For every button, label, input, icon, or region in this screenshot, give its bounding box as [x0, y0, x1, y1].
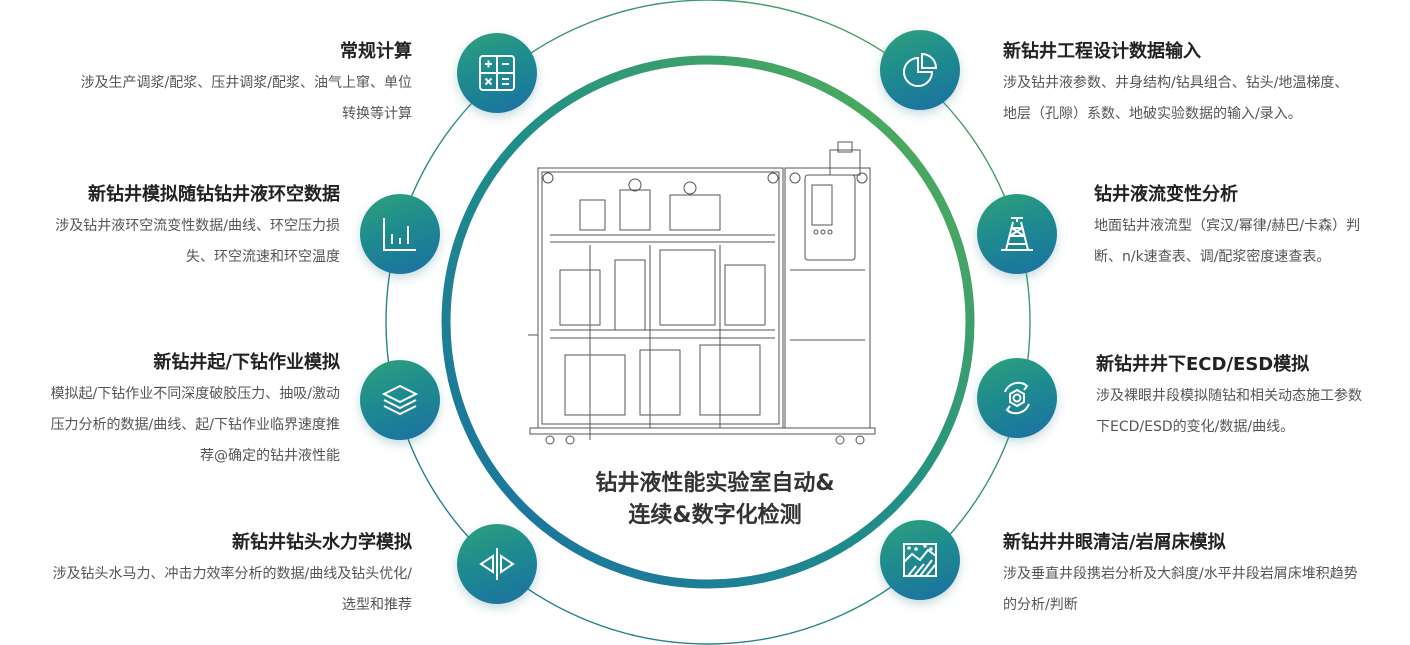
desc-line: 转换等计算 [342, 106, 412, 122]
feature-ecd-esd: 新钻井井下ECD/ESD模拟 涉及裸眼井段模拟随钻和相关动态施工参数 下ECD/… [1096, 353, 1362, 443]
center-title: 钻井液性能实验室自动& 连续&数字化检测 [560, 468, 870, 532]
desc-line: 涉及生产调浆/配浆、压井调浆/配浆、油气上窜、单位 [80, 75, 412, 91]
feature-routine-calc: 常规计算 涉及生产调浆/配浆、压井调浆/配浆、油气上窜、单位 转换等计算 [81, 40, 412, 130]
cuttings-bed-icon [880, 520, 960, 600]
calculator-icon [457, 33, 537, 113]
pie-chart-icon [880, 30, 960, 110]
feature-title: 新钻井井眼清洁/岩屑床模拟 [1003, 532, 1226, 553]
desc-line: 断、n/k速查表、调/配浆密度速查表。 [1094, 249, 1331, 265]
desc-line: 荐@确定的钻井液性能 [200, 448, 340, 464]
desc-line: 涉及钻井液参数、井身结构/钻具组合、钻头/地温梯度、 [1003, 75, 1349, 91]
feature-desc: 涉及裸眼井段模拟随钻和相关动态施工参数 下ECD/ESD的变化/数据/曲线。 [1096, 381, 1362, 443]
desc-line: 涉及钻头水马力、冲击力效率分析的数据/曲线及钻头优化/ [52, 566, 412, 582]
feature-title: 新钻井工程设计数据输入 [1003, 41, 1201, 62]
outer-ring [385, 0, 1031, 645]
desc-line: 地层（孔隙）系数、地破实验数据的输入/录入。 [1003, 106, 1302, 122]
inner-ring [441, 55, 975, 589]
feature-title: 新钻井井下ECD/ESD模拟 [1096, 354, 1310, 375]
feature-desc: 涉及钻头水马力、冲击力效率分析的数据/曲线及钻头优化/ 选型和推荐 [53, 559, 412, 621]
bar-chart-icon [360, 194, 440, 274]
desc-line: 下ECD/ESD的变化/数据/曲线。 [1096, 419, 1295, 435]
desc-line: 压力分析的数据/曲线、起/下钻作业临界速度推 [50, 417, 340, 433]
desc-line: 地面钻井液流型（宾汉/幂律/赫巴/卡森）判 [1094, 218, 1361, 234]
feature-tripping: 新钻井起/下钻作业模拟 模拟起/下钻作业不同深度破胶压力、抽吸/激动 压力分析的… [51, 351, 340, 472]
feature-rheology: 钻井液流变性分析 地面钻井液流型（宾汉/幂律/赫巴/卡森）判 断、n/k速查表、… [1094, 183, 1360, 273]
feature-title: 新钻井模拟随钻钻井液环空数据 [88, 184, 340, 205]
layers-icon [360, 360, 440, 440]
center-title-line2: 连续&数字化检测 [628, 503, 802, 528]
feature-desc: 地面钻井液流型（宾汉/幂律/赫巴/卡森）判 断、n/k速查表、调/配浆密度速查表… [1094, 211, 1360, 273]
desc-line: 失、环空流速和环空温度 [186, 249, 340, 265]
lab-equipment-illustration [528, 141, 876, 445]
feature-bit-hydraulics: 新钻井钻头水力学模拟 涉及钻头水马力、冲击力效率分析的数据/曲线及钻头优化/ 选… [53, 531, 412, 621]
feature-desc: 涉及钻井液参数、井身结构/钻具组合、钻头/地温梯度、 地层（孔隙）系数、地破实验… [1003, 68, 1348, 130]
feature-title: 新钻井钻头水力学模拟 [232, 532, 412, 553]
feature-title: 新钻井起/下钻作业模拟 [153, 352, 340, 373]
feature-desc: 涉及垂直井段携岩分析及大斜度/水平井段岩屑床堆积趋势 的分析/判断 [1003, 559, 1358, 621]
center-title-line1: 钻井液性能实验室自动& [595, 471, 835, 496]
feature-hole-cleaning: 新钻井井眼清洁/岩屑床模拟 涉及垂直井段携岩分析及大斜度/水平井段岩屑床堆积趋势… [1003, 531, 1358, 621]
desc-line: 涉及钻井液环空流变性数据/曲线、环空压力损 [55, 218, 340, 234]
desc-line: 的分析/判断 [1003, 597, 1078, 613]
feature-desc: 模拟起/下钻作业不同深度破胶压力、抽吸/激动 压力分析的数据/曲线、起/下钻作业… [51, 379, 340, 472]
feature-title: 钻井液流变性分析 [1094, 184, 1238, 205]
desc-line: 选型和推荐 [342, 597, 412, 613]
desc-line: 涉及垂直井段携岩分析及大斜度/水平井段岩屑床堆积趋势 [1003, 566, 1358, 582]
derrick-icon [977, 194, 1057, 274]
feature-desc: 涉及钻井液环空流变性数据/曲线、环空压力损 失、环空流速和环空温度 [55, 211, 340, 273]
feature-title: 常规计算 [340, 41, 412, 62]
desc-line: 模拟起/下钻作业不同深度破胶压力、抽吸/激动 [50, 386, 340, 402]
cycle-gear-icon [977, 358, 1057, 438]
desc-line: 涉及裸眼井段模拟随钻和相关动态施工参数 [1096, 388, 1362, 404]
feature-annulus-data: 新钻井模拟随钻钻井液环空数据 涉及钻井液环空流变性数据/曲线、环空压力损 失、环… [55, 183, 340, 273]
feature-desc: 涉及生产调浆/配浆、压井调浆/配浆、油气上窜、单位 转换等计算 [81, 68, 412, 130]
split-arrows-icon [457, 524, 537, 604]
feature-design-input: 新钻井工程设计数据输入 涉及钻井液参数、井身结构/钻具组合、钻头/地温梯度、 地… [1003, 40, 1348, 130]
